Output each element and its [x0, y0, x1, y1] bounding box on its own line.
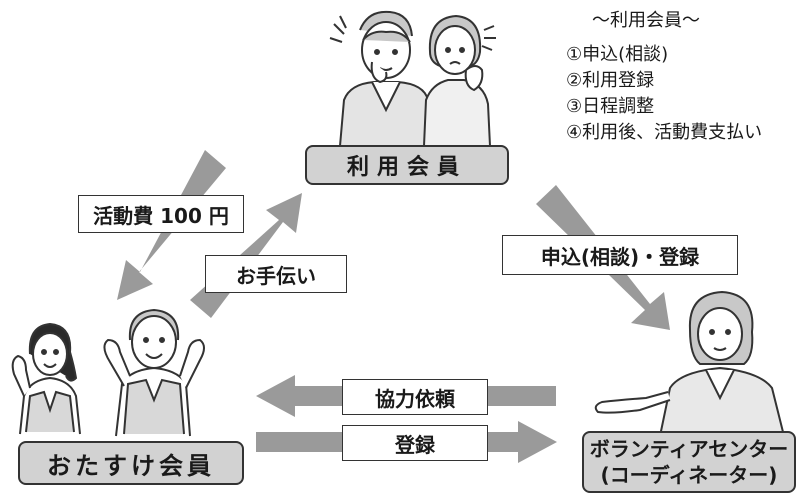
- label-apply-register: 申込(相談)・登録: [502, 235, 738, 275]
- elderly-man-illustration: [329, 10, 433, 147]
- member-steps-title: ～利用会員～: [592, 10, 700, 31]
- label-apply-register-text: 申込(相談)・登録: [540, 244, 700, 269]
- coordinator-illustration: [594, 290, 785, 437]
- node-center-line2: (コーディネーター): [600, 463, 778, 487]
- woman-helper-illustration: [11, 322, 81, 435]
- man-helper-illustration: [103, 308, 205, 437]
- node-helper: おたすけ会員: [18, 441, 244, 485]
- label-register-text: 登録: [395, 432, 435, 457]
- node-center-line1: ボランティアセンター: [589, 437, 789, 461]
- label-activity-fee: 活動費 100 円: [78, 195, 244, 233]
- member-step-3: ③日程調整: [566, 96, 655, 117]
- elderly-woman-illustration: [423, 14, 496, 147]
- member-step-1: ①申込(相談): [566, 44, 669, 65]
- node-helper-label: おたすけ会員: [47, 451, 215, 480]
- label-help-text: お手伝い: [236, 263, 316, 288]
- label-cooperation-request-text: 協力依頼: [375, 386, 455, 411]
- node-member: 利用会員: [305, 145, 509, 185]
- label-cooperation-request: 協力依頼: [342, 379, 488, 415]
- node-member-label: 利用会員: [346, 155, 467, 180]
- node-center: ボランティアセンター (コーディネーター): [582, 431, 796, 493]
- member-step-4: ④利用後、活動費支払い: [566, 122, 763, 143]
- member-step-2: ②利用登録: [566, 70, 655, 91]
- label-activity-fee-text: 活動費 100 円: [93, 203, 229, 228]
- label-register: 登録: [342, 425, 488, 461]
- label-help: お手伝い: [205, 255, 347, 293]
- member-steps: ～利用会員～ ①申込(相談) ②利用登録 ③日程調整 ④利用後、活動費支払い: [566, 8, 798, 146]
